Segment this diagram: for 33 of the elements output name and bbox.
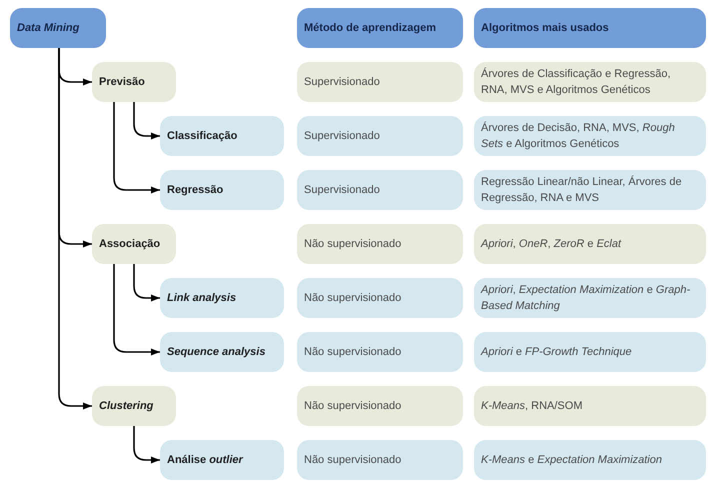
- connector-arrow: [113, 102, 160, 194]
- column-header: Algoritmos mais usados: [474, 8, 706, 48]
- table-cell: K-Means, RNA/SOM: [474, 386, 706, 426]
- table-cell: Não supervisionado: [297, 386, 463, 426]
- table-cell: Apriori, OneR, ZeroR e Eclat: [474, 224, 706, 264]
- category-box: Sequence analysis: [160, 332, 284, 372]
- table-cell: Regressão Linear/não Linear, Árvores de Regressão, RNA e MVS: [474, 170, 706, 210]
- table-cell: Supervisionado: [297, 62, 463, 102]
- table-cell: Não supervisionado: [297, 278, 463, 318]
- category-box: Regressão: [160, 170, 284, 210]
- table-cell: Apriori, Expectation Maximization e Graph-Based Matching: [474, 278, 706, 318]
- connector-arrow: [133, 102, 160, 140]
- table-cell: Não supervisionado: [297, 332, 463, 372]
- table-cell: Árvores de Classificação e Regressão, RNA, MVS e Algoritmos Genéticos: [474, 62, 706, 102]
- table-cell: K-Means e Expectation Maximization: [474, 440, 706, 480]
- table-cell: Supervisionado: [297, 116, 463, 156]
- connector-arrow: [58, 48, 92, 410]
- table-cell: Não supervisionado: [297, 224, 463, 264]
- category-box: Análise outlier: [160, 440, 284, 480]
- table-cell: Supervisionado: [297, 170, 463, 210]
- category-box: Previsão: [92, 62, 176, 102]
- category-box: Clustering: [92, 386, 176, 426]
- category-box: Classificação: [160, 116, 284, 156]
- root-box: Data Mining: [10, 8, 106, 48]
- table-cell: Apriori e FP-Growth Technique: [474, 332, 706, 372]
- column-header: Método de aprendizagem: [297, 8, 463, 48]
- category-box: Link analysis: [160, 278, 284, 318]
- connector-arrow: [133, 264, 160, 302]
- connector-arrow: [113, 264, 160, 356]
- connector-arrow: [133, 426, 160, 464]
- table-cell: Árvores de Decisão, RNA, MVS, Rough Sets e Algoritmos Genéticos: [474, 116, 706, 156]
- table-cell: Não supervisionado: [297, 440, 463, 480]
- category-box: Associação: [92, 224, 176, 264]
